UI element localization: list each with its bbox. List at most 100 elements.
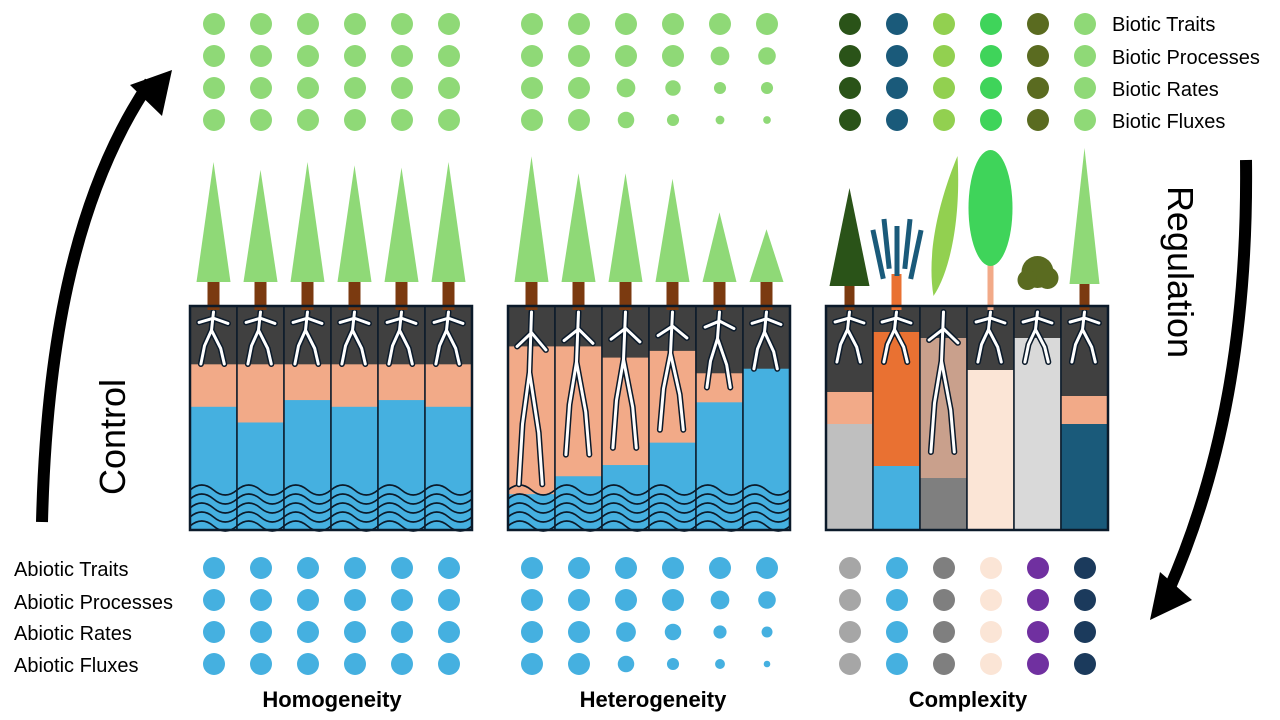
bedrock-line xyxy=(424,502,473,514)
root xyxy=(1068,310,1101,364)
abiotic-dot xyxy=(615,589,637,611)
abiotic-dot xyxy=(763,660,771,668)
root xyxy=(244,310,277,366)
tree-crown xyxy=(243,169,278,282)
bedrock-line xyxy=(695,511,744,523)
tree-trunk xyxy=(207,282,220,310)
homogeneity-panel xyxy=(188,162,474,532)
panel-title-heterogeneity: Heterogeneity xyxy=(580,687,727,712)
fan-stem xyxy=(891,274,902,310)
biotic-dot xyxy=(344,77,366,99)
bottom-layer xyxy=(1061,424,1108,530)
abiotic-dot xyxy=(203,589,225,611)
water-layer xyxy=(284,400,331,530)
biotic-dot xyxy=(839,109,861,131)
bottom-layer xyxy=(920,478,967,530)
bedrock-line xyxy=(424,511,473,523)
abiotic-dot xyxy=(886,557,908,579)
bedrock-line xyxy=(377,484,426,496)
soil-column xyxy=(236,169,285,532)
tree-crown xyxy=(196,162,231,282)
bedrock-line xyxy=(695,493,744,505)
bedrock-line xyxy=(330,484,379,496)
bedrock-line xyxy=(189,493,238,505)
water-layer xyxy=(743,368,790,530)
abiotic-dot xyxy=(344,557,366,579)
root xyxy=(385,310,418,366)
bedrock-line xyxy=(507,502,556,514)
tree-crown xyxy=(514,156,549,282)
fan-leaf xyxy=(870,229,886,280)
soil-column xyxy=(330,165,379,532)
soil-column xyxy=(870,218,924,531)
abiotic-dot xyxy=(521,653,543,675)
control-arrow-head xyxy=(130,70,172,116)
label-biotic-fluxes: Biotic Fluxes xyxy=(1112,111,1225,133)
tree-trunk xyxy=(1079,284,1090,310)
regulation-arrow-head xyxy=(1150,572,1192,620)
root xyxy=(432,310,465,366)
abiotic-dot xyxy=(933,621,955,643)
abiotic-dot xyxy=(933,589,955,611)
root xyxy=(562,310,595,457)
regulation-label: Regulation xyxy=(1160,186,1201,358)
tree-trunk xyxy=(572,282,585,310)
water-layer xyxy=(378,400,425,530)
biotic-dot xyxy=(615,45,637,67)
root xyxy=(703,310,736,389)
abiotic-dot xyxy=(391,557,413,579)
panel-border xyxy=(188,304,474,532)
abiotic-dot xyxy=(664,623,682,641)
abiotic-dot xyxy=(344,589,366,611)
abiotic-dot xyxy=(438,557,460,579)
biotic-dot xyxy=(250,13,272,35)
soil-column xyxy=(695,212,744,532)
soil-column xyxy=(919,156,968,531)
shrub-crown xyxy=(1017,270,1038,290)
abiotic-dot xyxy=(713,625,727,639)
bedrock-line xyxy=(742,511,791,523)
biotic-dot xyxy=(297,77,319,99)
abiotic-dots-panel-1 xyxy=(203,557,460,675)
root xyxy=(338,310,371,366)
bedrock-line xyxy=(601,493,650,505)
abiotic-dot xyxy=(1074,621,1096,643)
biotic-dot xyxy=(250,109,272,131)
root xyxy=(656,310,689,432)
bedrock-line xyxy=(648,511,697,523)
abiotic-dot xyxy=(715,659,725,669)
root xyxy=(291,310,324,366)
abiotic-dot xyxy=(438,653,460,675)
abiotic-dot xyxy=(758,591,776,609)
tree-crown xyxy=(702,212,737,282)
fan-leaf xyxy=(894,226,900,276)
tree-crown xyxy=(1069,148,1100,284)
abiotic-dot xyxy=(886,589,908,611)
bedrock-line xyxy=(601,511,650,523)
biotic-dot xyxy=(763,116,771,124)
biotic-dot xyxy=(203,13,225,35)
abiotic-dot xyxy=(1027,589,1049,611)
biotic-dot xyxy=(980,77,1002,99)
biotic-dot xyxy=(758,47,776,65)
root xyxy=(515,310,548,486)
bedrock-line xyxy=(424,493,473,505)
abiotic-dot xyxy=(521,589,543,611)
abiotic-dots-panel-3 xyxy=(839,557,1096,675)
abiotic-dot xyxy=(839,557,861,579)
tree-trunk xyxy=(760,282,773,310)
biotic-dot xyxy=(521,13,543,35)
biotic-dot xyxy=(1074,13,1096,35)
biotic-dots-panel-1 xyxy=(203,13,460,131)
bedrock-line xyxy=(601,502,650,514)
biotic-dot xyxy=(521,77,543,99)
label-abiotic-processes: Abiotic Processes xyxy=(14,592,173,614)
bedrock-line xyxy=(330,502,379,514)
biotic-dot xyxy=(297,45,319,67)
abiotic-dot xyxy=(250,653,272,675)
label-abiotic-rates: Abiotic Rates xyxy=(14,623,132,645)
biotic-dot xyxy=(203,45,225,67)
soil-column xyxy=(283,162,332,532)
bedrock-line xyxy=(330,511,379,523)
biotic-dot xyxy=(615,13,637,35)
